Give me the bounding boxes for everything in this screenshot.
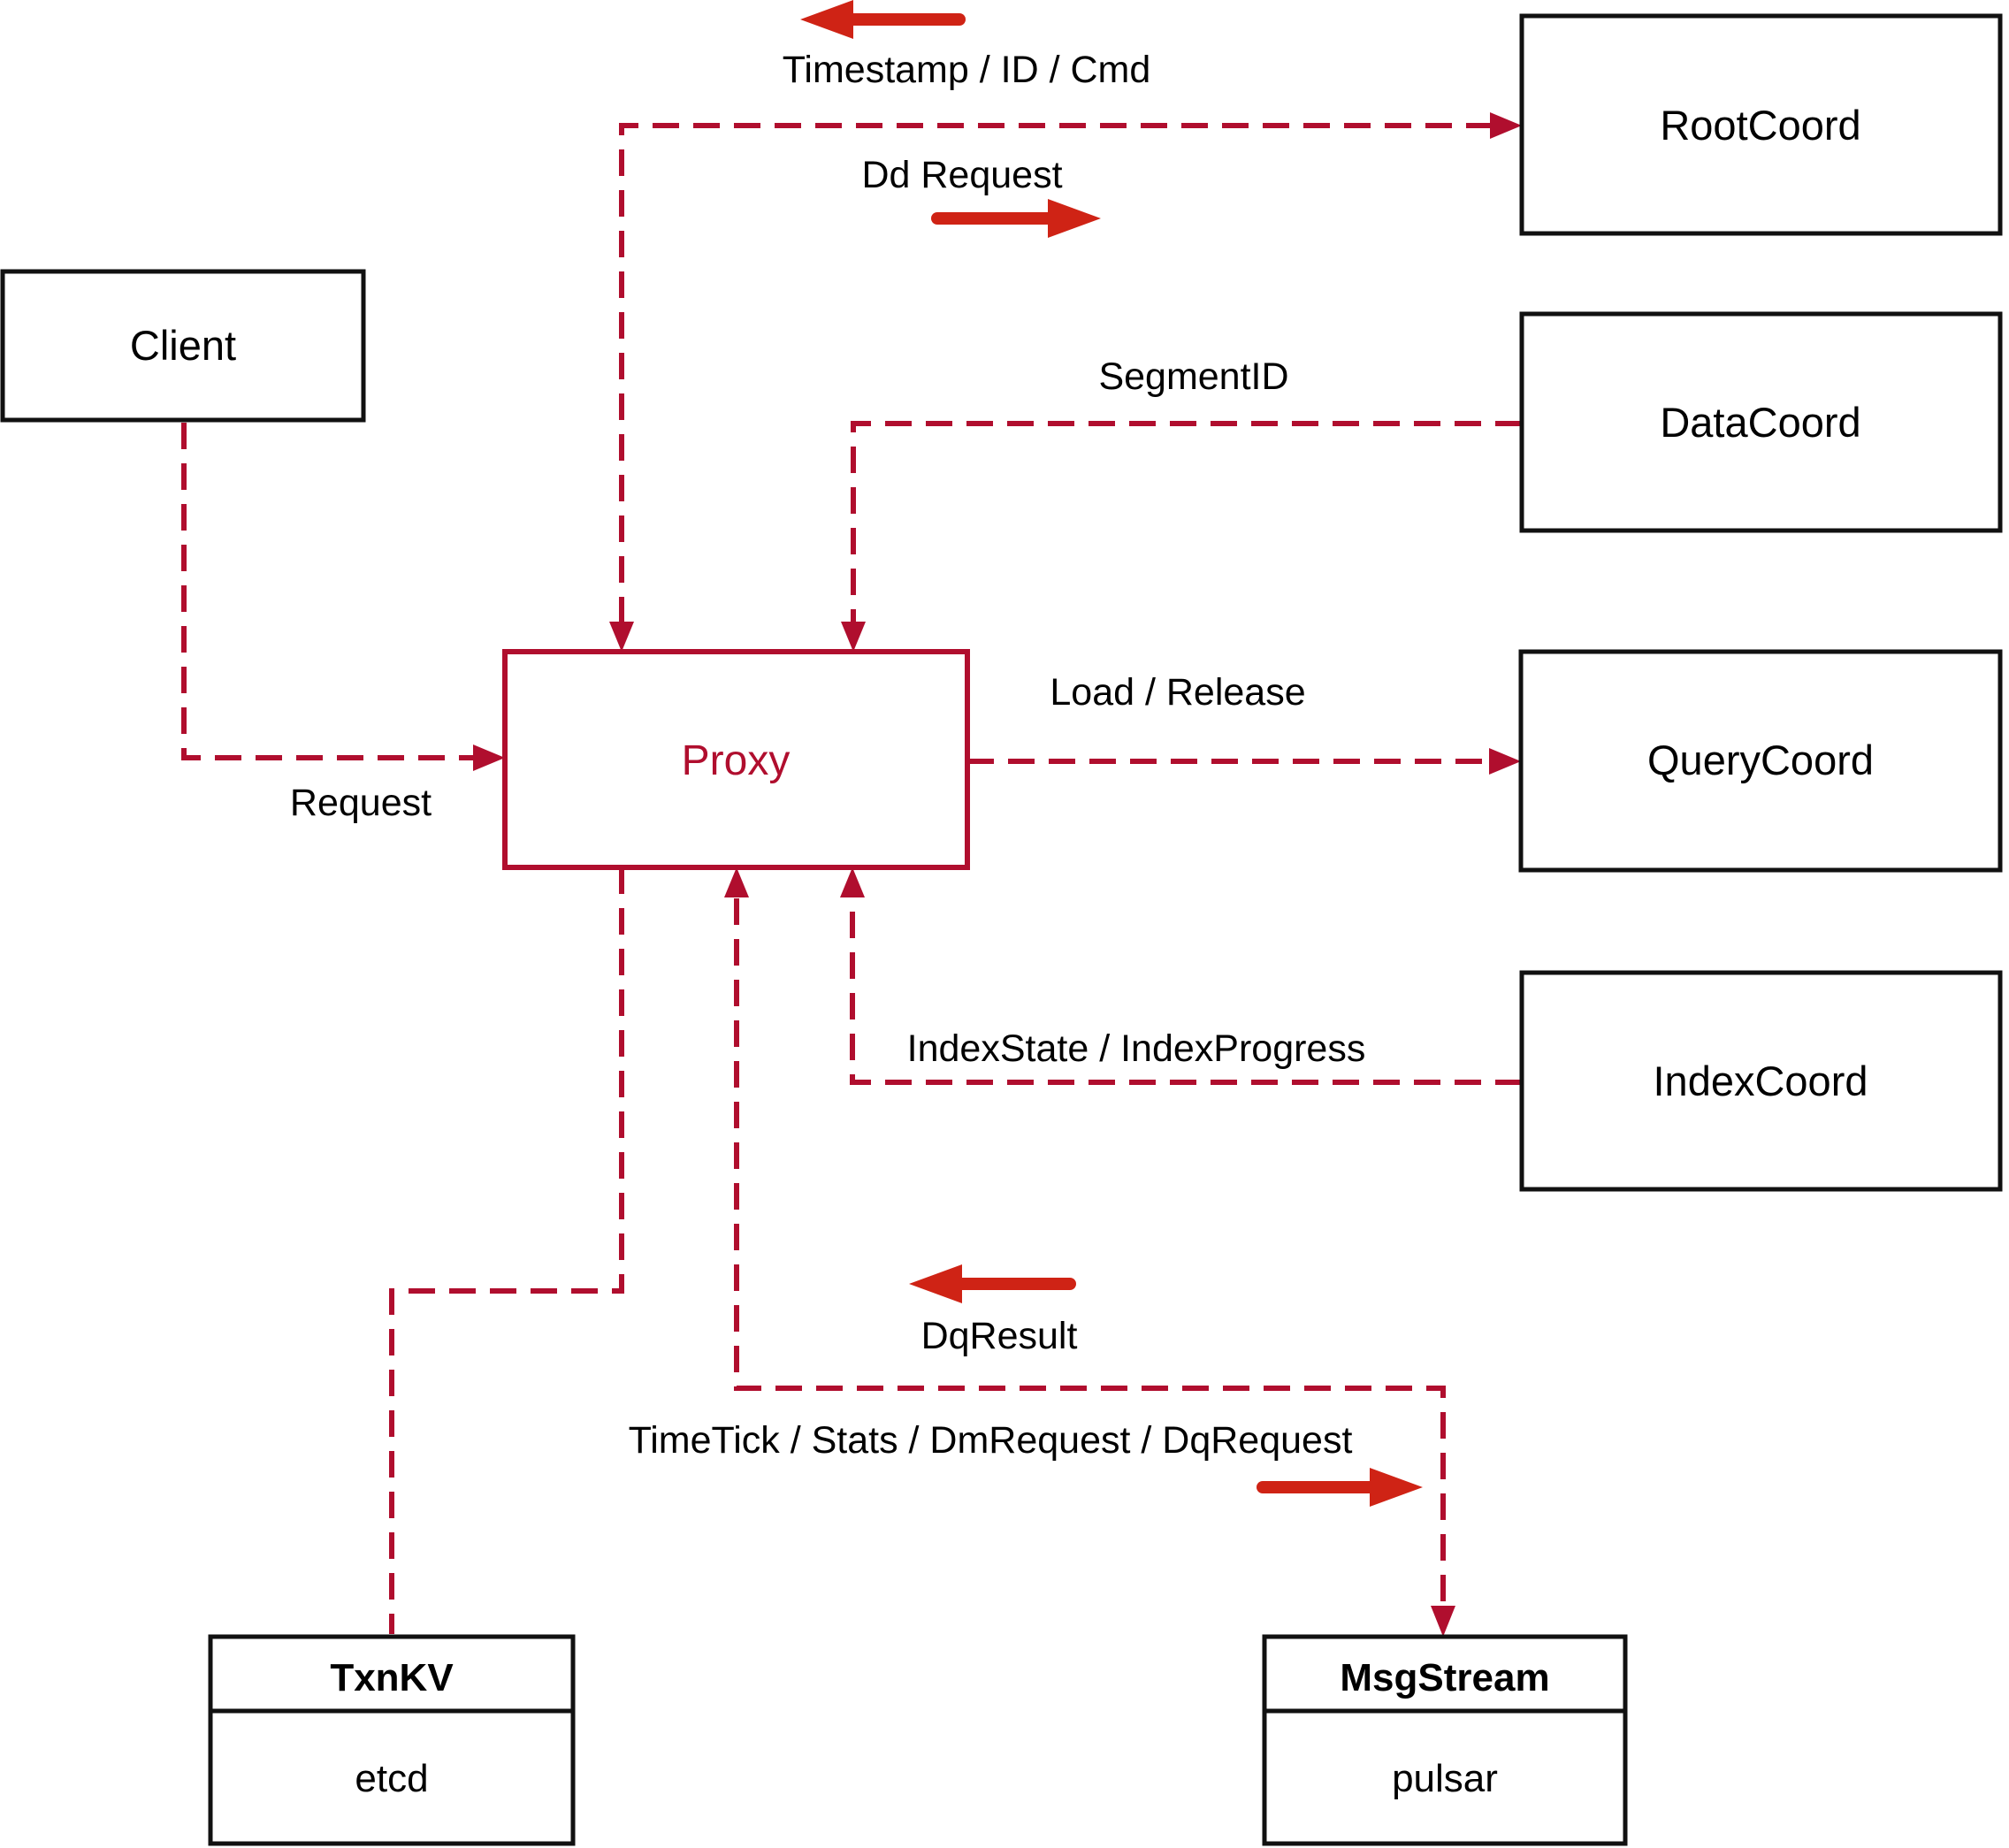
proxy-label: Proxy bbox=[682, 737, 791, 784]
edge-label-timestamp: Timestamp / ID / Cmd bbox=[783, 49, 1151, 91]
left-arrow-icon bbox=[909, 1264, 962, 1303]
msgstream-node: MsgStream pulsar bbox=[1262, 1634, 1628, 1846]
edge-label-dq-result: DqResult bbox=[921, 1315, 1078, 1357]
indexcoord-box bbox=[1519, 970, 2003, 1192]
edge-label-time-tick: TimeTick / Stats / DmRequest / DqRequest bbox=[629, 1419, 1353, 1462]
msgstream-box bbox=[1262, 1634, 1628, 1846]
dd-request-direction-arrow bbox=[931, 199, 1101, 238]
datacoord-node: DataCoord bbox=[1519, 311, 2003, 533]
edge-label-dd-request: Dd Request bbox=[861, 154, 1062, 196]
querycoord-label: QueryCoord bbox=[1647, 737, 1874, 783]
datacoord-box bbox=[1519, 311, 2003, 533]
arrowhead-into-proxy-bottom-left bbox=[724, 867, 749, 897]
arrowhead-into-proxy-bottom-right bbox=[840, 867, 865, 897]
edge-proxy-msgstream bbox=[734, 898, 1446, 1607]
edge-proxy-rootcoord bbox=[619, 123, 1492, 623]
arrowhead-into-proxy-top-left bbox=[609, 622, 634, 652]
edge-proxy-txnkv bbox=[389, 867, 624, 1634]
proxy-node: Proxy bbox=[502, 649, 970, 870]
edge-datacoord-proxy bbox=[851, 421, 1522, 623]
left-arrow-icon bbox=[800, 0, 853, 39]
datacoord-label: DataCoord bbox=[1660, 399, 1860, 446]
msgstream-title: MsgStream bbox=[1340, 1656, 1549, 1699]
querycoord-box bbox=[1518, 649, 2003, 873]
arrowhead-into-proxy-top-right bbox=[841, 622, 866, 652]
right-arrow-icon bbox=[1048, 199, 1101, 238]
dq-result-direction-arrow bbox=[909, 1264, 1076, 1303]
msgstream-subtitle: pulsar bbox=[1392, 1757, 1498, 1800]
time-tick-direction-arrow bbox=[1257, 1468, 1423, 1507]
client-box bbox=[0, 269, 366, 423]
arrowhead-into-rootcoord bbox=[1490, 112, 1522, 139]
rootcoord-node: RootCoord bbox=[1519, 13, 2003, 236]
timestamp-direction-arrow bbox=[800, 0, 966, 39]
arrowhead-into-querycoord bbox=[1489, 748, 1521, 775]
edge-label-request: Request bbox=[290, 782, 432, 824]
arrowhead-into-msgstream bbox=[1431, 1606, 1455, 1637]
edge-label-load-release: Load / Release bbox=[1050, 671, 1305, 714]
txnkv-title: TxnKV bbox=[330, 1656, 454, 1699]
edge-label-segment-id: SegmentID bbox=[1098, 355, 1288, 398]
edge-indexcoord-proxy bbox=[850, 898, 1522, 1085]
proxy-box bbox=[502, 649, 970, 870]
arrowhead-into-proxy-left bbox=[473, 745, 505, 771]
right-arrow-icon bbox=[1370, 1468, 1423, 1507]
edge-label-index-state: IndexState / IndexProgress bbox=[907, 1027, 1366, 1070]
client-node: Client bbox=[0, 269, 366, 423]
indexcoord-node: IndexCoord bbox=[1519, 970, 2003, 1192]
querycoord-node: QueryCoord bbox=[1518, 649, 2003, 873]
txnkv-subtitle: etcd bbox=[355, 1757, 428, 1800]
txnkv-box bbox=[208, 1634, 576, 1846]
rootcoord-box bbox=[1519, 13, 2003, 236]
edge-client-proxy bbox=[181, 423, 475, 760]
rootcoord-label: RootCoord bbox=[1660, 102, 1860, 149]
txnkv-node: TxnKV etcd bbox=[208, 1634, 576, 1846]
indexcoord-label: IndexCoord bbox=[1654, 1058, 1868, 1104]
client-label: Client bbox=[130, 322, 236, 369]
